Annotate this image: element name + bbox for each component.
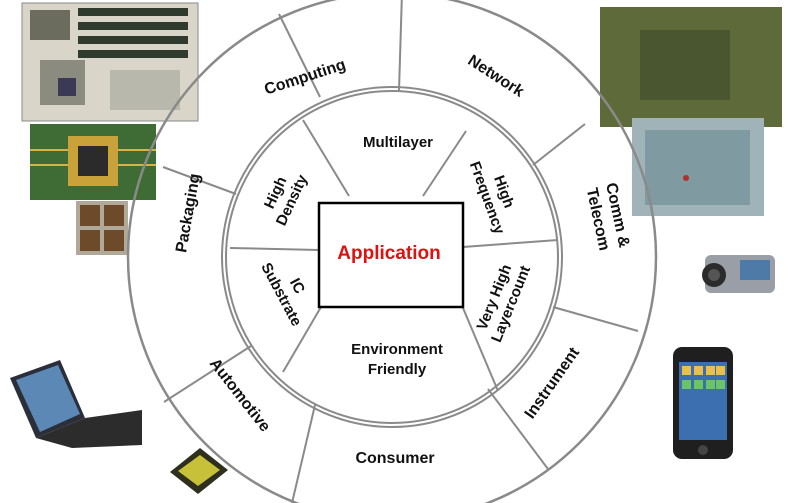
svg-text:Substrate: Substrate: [257, 260, 304, 329]
outer-label-packaging: Packaging: [173, 172, 204, 254]
svg-text:Computing: Computing: [262, 56, 348, 98]
inner-ring-dividers: [229, 119, 559, 392]
svg-text:Friendly: Friendly: [368, 361, 427, 378]
inner-label-high-density: High Density: [261, 172, 311, 229]
inner-label-multilayer: Multilayer: [363, 134, 433, 151]
outer-label-consumer: Consumer: [355, 450, 434, 467]
outer-ring-dividers: [162, 0, 639, 503]
svg-text:IC: IC: [286, 276, 308, 297]
center-box: [317, 201, 465, 309]
inner-label-ic-substrate: IC Substrate: [257, 260, 308, 329]
inner-label-high-frequency: High Frequency: [466, 159, 518, 237]
smartphone-photo: [673, 347, 733, 459]
outer-label-network: Network: [465, 52, 527, 101]
svg-text:Network: Network: [465, 52, 527, 101]
motherboard-photo: [21, 2, 199, 122]
bga-packages-photo: [76, 201, 128, 255]
inner-ring-boundary: [225, 90, 559, 424]
inner-label-very-high-layercount: Very High Layercount: [474, 262, 535, 345]
camcorder-photo: [702, 255, 775, 293]
pcb-closeup-photo: [600, 7, 782, 216]
automotive-chip-photo: [170, 448, 228, 494]
outer-ring-boundary: [126, 0, 658, 503]
qfp-chip-board-photo: [30, 124, 156, 200]
inner-label-environment-friendly: Environment Friendly: [351, 341, 443, 378]
outer-label-computing: Computing: [262, 56, 348, 98]
diagram-rings: [126, 0, 658, 503]
laptop-photo: [10, 360, 142, 448]
outer-label-comm-telecom: Comm & Telecom: [583, 181, 633, 252]
svg-text:Environment: Environment: [351, 341, 443, 358]
svg-text:Packaging: Packaging: [173, 172, 204, 254]
center-label: Application: [337, 243, 440, 264]
middle-ring-boundary: [221, 86, 563, 428]
